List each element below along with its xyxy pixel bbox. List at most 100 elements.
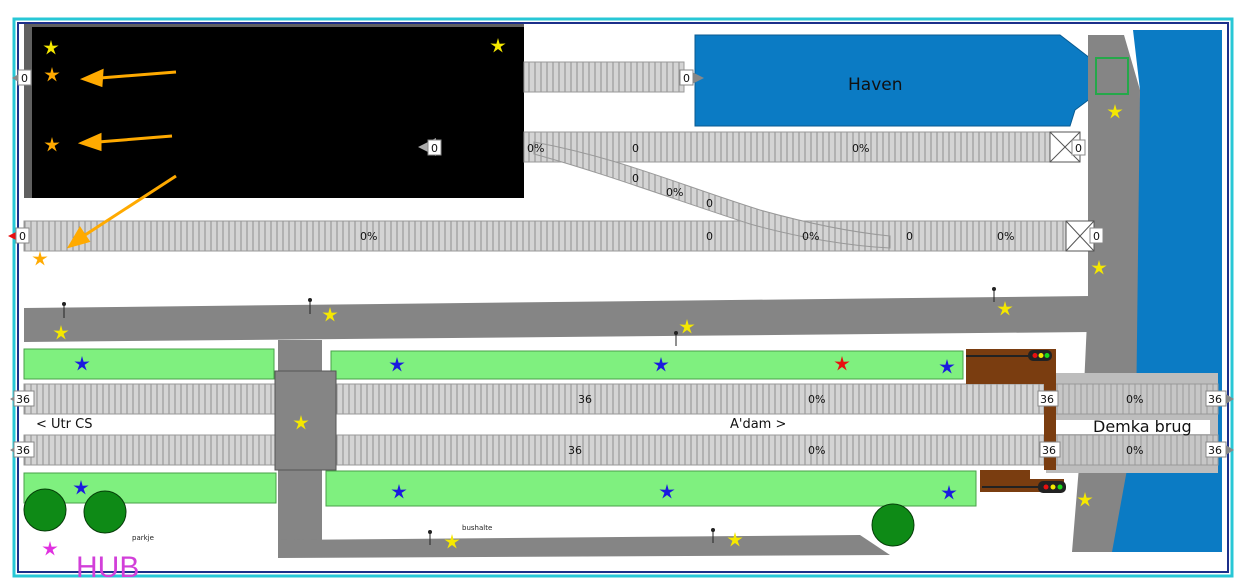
percent-marker: 0% (808, 444, 825, 457)
svg-text:0%: 0% (1126, 393, 1143, 406)
magenta-star-icon[interactable] (42, 541, 58, 556)
zero-marker: 0 (632, 172, 639, 185)
arrow-icon (66, 174, 177, 249)
svg-text:0: 0 (431, 142, 438, 155)
haven-harbor (694, 34, 1096, 127)
percent-marker: 0% (1126, 444, 1143, 457)
yard-top-edge (24, 24, 524, 27)
yard-edge (24, 26, 32, 198)
haven-label: Haven (848, 75, 903, 95)
zero-marker: 0 (679, 69, 694, 86)
svg-text:36: 36 (1040, 393, 1054, 406)
percent-marker: 0% (666, 186, 683, 199)
svg-text:0: 0 (706, 230, 713, 243)
zero-marker: 0 (906, 230, 913, 243)
svg-text:0%: 0% (852, 142, 869, 155)
road-horizontal (24, 296, 1090, 342)
svg-text:0: 0 (1093, 230, 1100, 243)
zero-marker: 0 (15, 227, 30, 244)
lamp-post-icon (62, 302, 66, 318)
speed-marker: 36 (1037, 390, 1059, 407)
arrow-icon (77, 132, 173, 152)
speed-marker: 36 (1205, 390, 1227, 407)
lamp-post-icon (674, 331, 678, 346)
lamp-post-icon (308, 298, 312, 314)
inner-frame (17, 22, 1229, 573)
signal-upper[interactable] (966, 350, 1052, 361)
demka-bridge-track-lower[interactable] (1045, 434, 1219, 466)
percent-marker: 0% (527, 142, 544, 155)
percent-marker: 0% (852, 142, 869, 155)
track-haven[interactable] (523, 61, 685, 93)
speed-marker: 36 (1039, 441, 1061, 458)
zero-marker: 0 (706, 197, 713, 210)
svg-text:0%: 0% (527, 142, 544, 155)
percent-marker: 0% (808, 393, 825, 406)
main-track-upper[interactable] (23, 383, 1045, 415)
svg-text:36: 36 (1042, 444, 1056, 457)
tree-icon (83, 490, 127, 534)
track-yard-upper[interactable] (523, 131, 1055, 163)
svg-text:0%: 0% (666, 186, 683, 199)
grass-strip-1 (23, 348, 275, 380)
svg-text:36: 36 (16, 393, 30, 406)
adam-label: A'dam > (730, 417, 786, 432)
utr-cs-label: < Utr CS (36, 417, 92, 432)
svg-text:0%: 0% (1126, 444, 1143, 457)
road-bottom (278, 535, 890, 558)
bushalte-label: bushalte (462, 524, 492, 532)
track-end-haven (692, 72, 704, 84)
grass-strip-2 (330, 350, 964, 380)
orange-star-icon[interactable] (32, 251, 48, 266)
zero-marker: 0 (1089, 227, 1104, 244)
harbor-bridge (1095, 57, 1129, 95)
svg-text:0: 0 (21, 72, 28, 85)
speed-marker: 36 (568, 444, 582, 457)
hidden-yard (24, 26, 524, 198)
zero-marker: 0 (17, 69, 32, 86)
svg-text:0: 0 (19, 230, 26, 243)
svg-text:36: 36 (16, 444, 30, 457)
track-switch-curve[interactable] (533, 141, 891, 249)
svg-text:0%: 0% (802, 230, 819, 243)
wooden-platform (966, 349, 1064, 492)
lamp-post-icon (428, 530, 432, 545)
outer-frame (12, 17, 1234, 578)
svg-text:36: 36 (568, 444, 582, 457)
track-yard-lower[interactable] (23, 220, 1071, 252)
percent-marker: 0% (360, 230, 377, 243)
svg-text:0: 0 (632, 142, 639, 155)
demka-brug-label: Demka brug (1093, 417, 1192, 436)
svg-text:0%: 0% (808, 444, 825, 457)
speed-marker: 36 (1205, 441, 1227, 458)
main-track-lower[interactable] (23, 434, 1045, 466)
tree-icon (23, 488, 67, 532)
percent-marker: 0% (802, 230, 819, 243)
speed-marker: 36 (13, 441, 35, 458)
percent-marker: 0% (1126, 393, 1143, 406)
svg-text:36: 36 (578, 393, 592, 406)
tree-icon (871, 503, 915, 547)
grass-strip-4 (325, 470, 977, 507)
svg-text:0: 0 (706, 197, 713, 210)
demka-bridge-track-upper[interactable] (1045, 383, 1219, 415)
svg-text:0: 0 (1075, 142, 1082, 155)
svg-text:36: 36 (1208, 393, 1222, 406)
percent-marker: 0% (997, 230, 1014, 243)
zero-marker: 0 (427, 139, 442, 156)
svg-text:0: 0 (683, 72, 690, 85)
svg-text:0%: 0% (360, 230, 377, 243)
signal-lower[interactable] (982, 481, 1066, 493)
svg-text:0%: 0% (997, 230, 1014, 243)
svg-text:0: 0 (906, 230, 913, 243)
svg-text:36: 36 (1208, 444, 1222, 457)
lamp-post-icon (711, 528, 715, 543)
level-crossing (274, 370, 337, 471)
svg-text:0%: 0% (808, 393, 825, 406)
grass-strip-3 (23, 472, 277, 504)
speed-marker: 36 (578, 393, 592, 406)
zero-marker: 0 (706, 230, 713, 243)
svg-text:0: 0 (632, 172, 639, 185)
